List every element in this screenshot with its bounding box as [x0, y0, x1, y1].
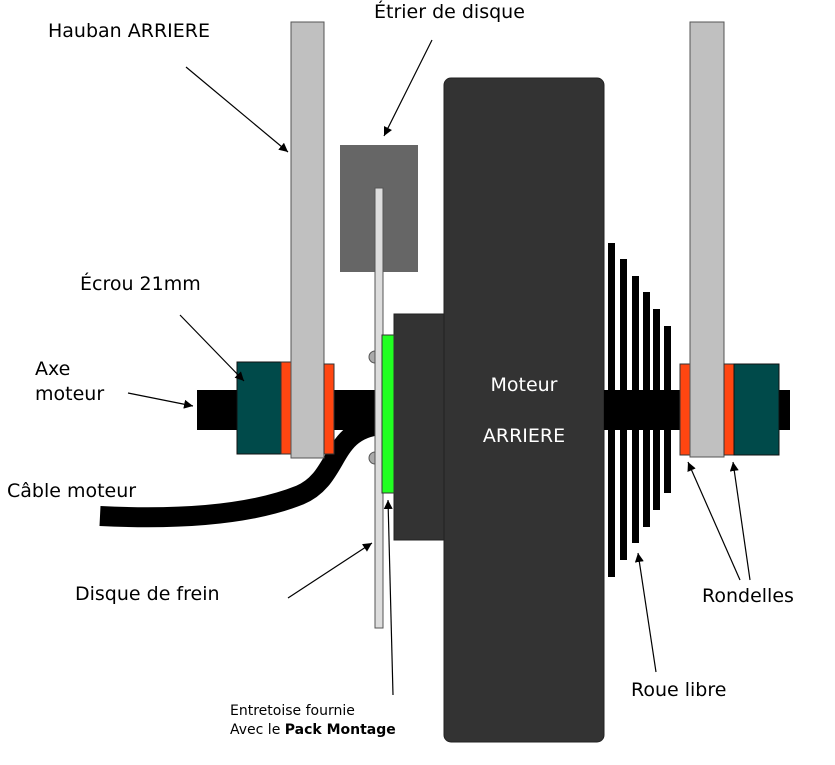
washer-right-outer: [723, 363, 735, 456]
label-axe-2: moteur: [35, 383, 105, 405]
label-entretoise-prefix: Avec le: [230, 722, 285, 738]
label-rondelles: Rondelles: [702, 585, 794, 607]
arrows: [127, 39, 751, 696]
label-moteur-1: Moteur: [490, 374, 558, 396]
label-ecrou: Écrou 21mm: [80, 273, 201, 295]
washer-left-outer: [280, 361, 292, 455]
label-cable: Câble moteur: [7, 480, 137, 502]
spacer: [381, 334, 395, 494]
label-pack-montage: Pack Montage: [284, 722, 396, 738]
label-etrier: Étrier de disque: [374, 1, 525, 23]
label-entretoise-2: Avec le Pack Montage: [230, 721, 396, 740]
washer-left-inner: [323, 363, 335, 455]
hub-flange: [393, 313, 445, 541]
label-hauban: Hauban ARRIERE: [48, 20, 210, 42]
stay-left: [290, 21, 325, 459]
washer-right-inner: [679, 363, 691, 456]
label-roue-libre: Roue libre: [631, 679, 727, 701]
label-moteur-2: ARRIERE: [482, 425, 566, 447]
motor-cable: [99, 415, 382, 528]
nut-right: [733, 363, 780, 456]
motor-body: [443, 77, 605, 743]
label-disque: Disque de frein: [75, 583, 220, 605]
label-axe-1: Axe: [35, 358, 71, 380]
nut-left: [236, 361, 282, 455]
stay-right: [689, 21, 725, 458]
label-entretoise-1: Entretoise fournie: [230, 703, 355, 719]
